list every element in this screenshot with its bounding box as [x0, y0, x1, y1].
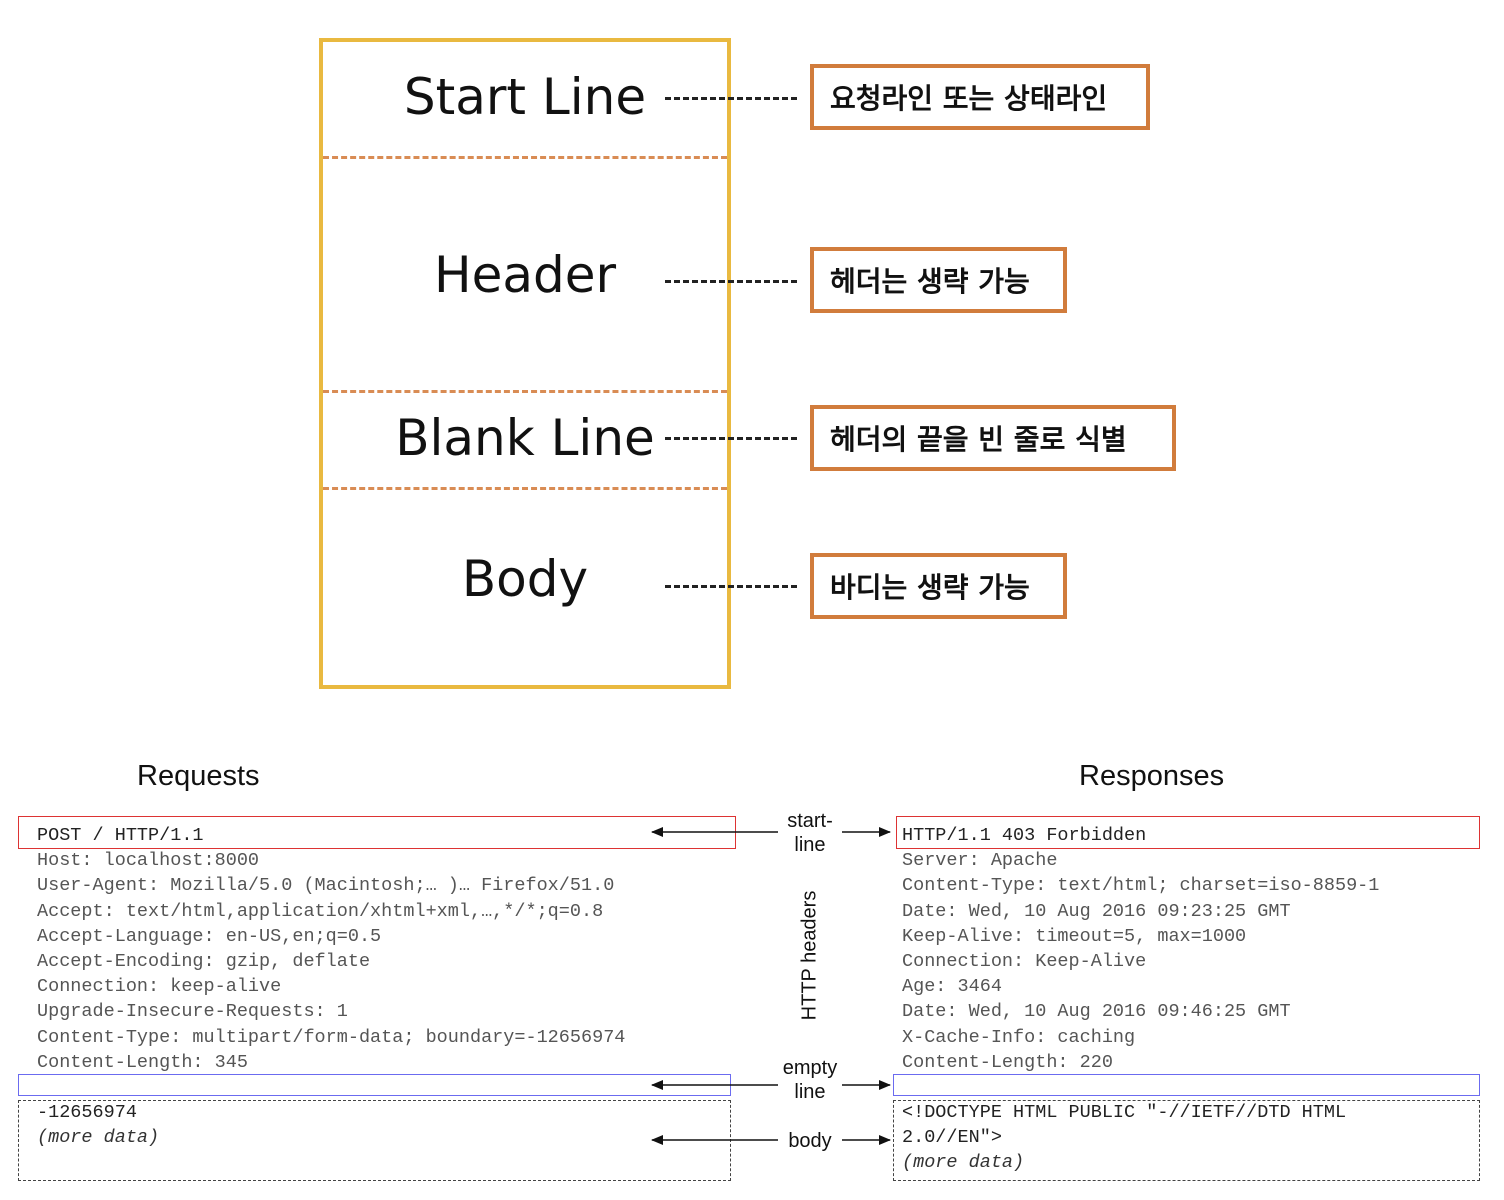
request-header-line: Content-Length: 345 [37, 1051, 248, 1073]
label-line: line [794, 1081, 826, 1103]
message-structure-box [319, 38, 731, 689]
note-start-line: 요청라인 또는 상태라인 [810, 64, 1150, 130]
response-header-line: Server: Apache [902, 850, 1058, 872]
note-body: 바디는 생략 가능 [810, 553, 1067, 619]
leader-line [665, 585, 797, 588]
response-start-line-frame [896, 816, 1480, 849]
note-text: 바디는 생략 가능 [830, 571, 1030, 604]
request-more-data: (more data) [37, 1127, 160, 1149]
note-text: 헤더는 생략 가능 [830, 265, 1030, 298]
leader-line [665, 97, 797, 100]
start-line-label: start-line [770, 809, 850, 857]
request-body: -12656974 (more data) [37, 1100, 159, 1150]
note-header: 헤더는 생략 가능 [810, 247, 1067, 313]
request-header-line: Accept: text/html,application/xhtml+xml,… [37, 900, 604, 922]
note-text: 요청라인 또는 상태라인 [830, 82, 1108, 115]
response-header-line: Keep-Alive: timeout=5, max=1000 [902, 925, 1247, 947]
response-body-line: <!DOCTYPE HTML PUBLIC "-//IETF//DTD HTML [902, 1102, 1347, 1123]
section-separator [323, 156, 727, 159]
response-body-frame [893, 1100, 1480, 1181]
response-header-line: Age: 3464 [902, 976, 1002, 998]
note-blank-line: 헤더의 끝을 빈 줄로 식별 [810, 405, 1176, 471]
response-header-line: X-Cache-Info: caching [902, 1026, 1136, 1048]
section-label-start-line: Start Line [403, 68, 647, 126]
response-body-line: 2.0//EN"> [902, 1127, 1002, 1149]
note-text: 헤더의 끝을 빈 줄로 식별 [830, 423, 1127, 456]
label-line: start- [787, 810, 833, 832]
response-header-line: Connection: Keep-Alive [902, 951, 1147, 973]
response-header-line: Content-Length: 220 [902, 1051, 1113, 1073]
body-label: body [788, 1130, 832, 1152]
leader-line [665, 437, 797, 440]
section-label-blank-line: Blank Line [395, 409, 655, 467]
label-line: empty [782, 1057, 838, 1079]
request-header-line: Accept-Encoding: gzip, deflate [37, 951, 371, 973]
request-start-line: POST / HTTP/1.1 [37, 825, 204, 846]
request-header-line: Connection: keep-alive [37, 976, 282, 998]
response-start-line: HTTP/1.1 403 Forbidden [902, 825, 1147, 846]
request-header-line: Upgrade-Insecure-Requests: 1 [37, 1001, 348, 1023]
leader-line [665, 280, 797, 283]
request-header-line: Accept-Language: en-US,en;q=0.5 [37, 925, 382, 947]
responses-title: Responses [1079, 760, 1225, 792]
section-label-header: Header [433, 246, 617, 304]
requests-title: Requests [137, 760, 260, 792]
response-header-line: Content-Type: text/html; charset=iso-885… [902, 875, 1380, 897]
response-body: <!DOCTYPE HTML PUBLIC "-//IETF//DTD HTML… [902, 1100, 1346, 1176]
section-label-body: Body [461, 550, 589, 608]
response-empty-line-frame [893, 1074, 1480, 1096]
response-more-data: (more data) [902, 1152, 1025, 1174]
response-header-line: Date: Wed, 10 Aug 2016 09:23:25 GMT [902, 900, 1291, 922]
section-separator [323, 390, 727, 393]
request-header-line: User-Agent: Mozilla/5.0 (Macintosh;… )… … [37, 875, 615, 897]
response-header-line: Date: Wed, 10 Aug 2016 09:46:25 GMT [902, 1001, 1291, 1023]
label-line: line [794, 834, 826, 856]
section-separator [323, 487, 727, 490]
request-body-line: -12656974 [37, 1102, 137, 1123]
request-header-line: Host: localhost:8000 [37, 850, 260, 872]
request-header-line: Content-Type: multipart/form-data; bound… [37, 1026, 626, 1048]
